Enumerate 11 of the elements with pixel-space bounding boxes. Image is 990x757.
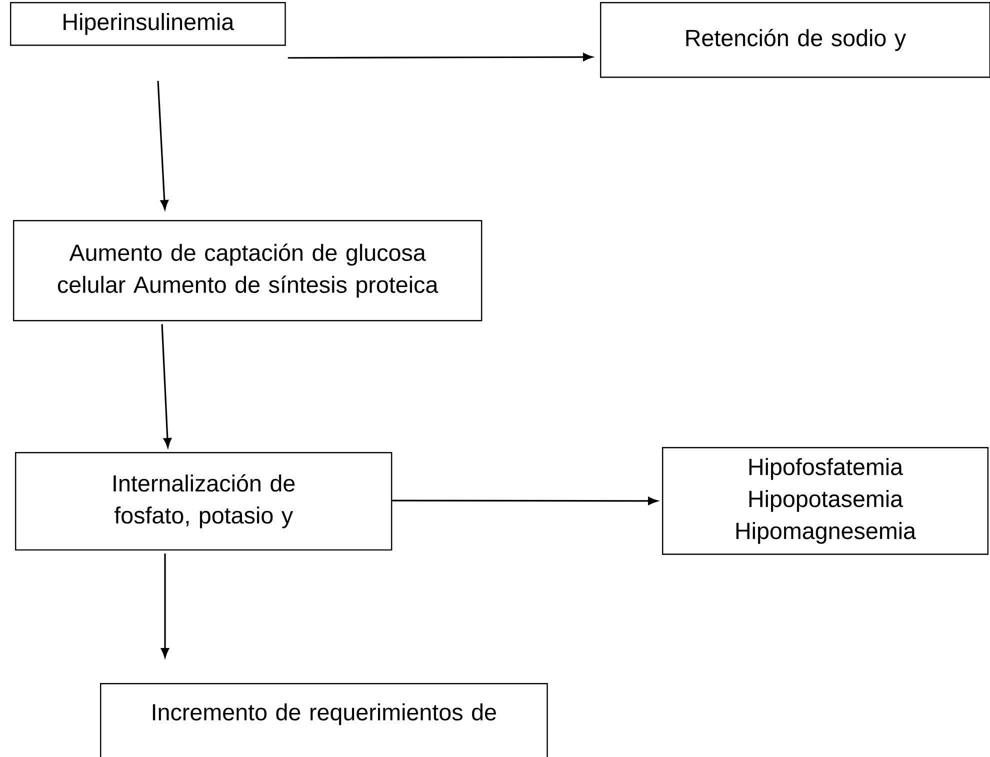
arrow bbox=[160, 554, 170, 658]
arrow bbox=[157, 80, 168, 210]
arrow bbox=[288, 52, 593, 62]
process-box: Hipofosfatemia Hipopotasemia Hipomagnesemia bbox=[662, 447, 989, 555]
process-box: Incremento de requerimientos de bbox=[100, 683, 548, 757]
process-box: Internalización de fosfato, potasio y bbox=[15, 452, 392, 551]
process-box: Hiperinsulinemia bbox=[10, 2, 286, 46]
arrow bbox=[392, 496, 658, 505]
arrow bbox=[161, 324, 172, 448]
process-box: Retención de sodio y bbox=[600, 2, 990, 78]
process-box: Aumento de captación de glucosa celular Aumento de síntesis proteica bbox=[13, 220, 482, 322]
